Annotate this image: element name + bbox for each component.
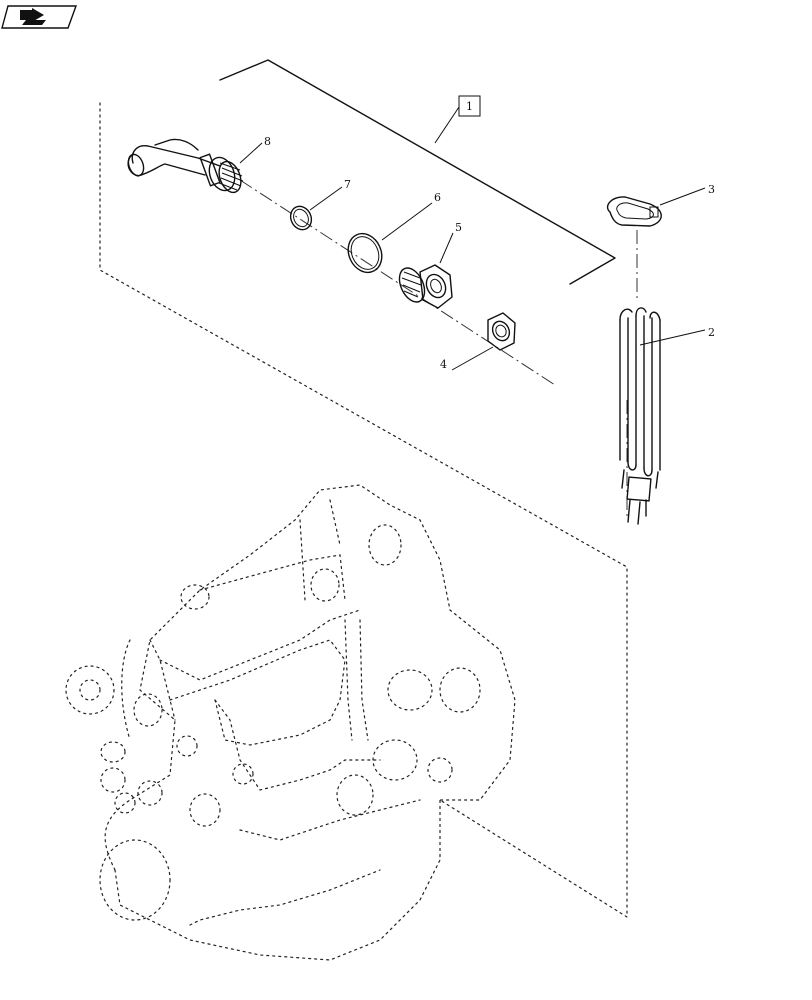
return-arrow-icon (20, 8, 46, 25)
callout-8: 8 (264, 135, 271, 148)
callout-5: 5 (455, 221, 462, 234)
callout-3: 3 (708, 183, 715, 196)
part-5-threaded-adapter (398, 264, 453, 309)
callout-2: 2 (708, 326, 715, 339)
part-2-heater-element (619, 307, 661, 525)
callout-6: 6 (434, 191, 441, 204)
engine-phantom (65, 484, 516, 961)
return-button[interactable] (1, 5, 77, 29)
assembly-bracket: 1 (219, 59, 616, 285)
part-8-tube-fitting (127, 138, 244, 194)
part-4-hex-nut (487, 312, 516, 351)
part-7-o-ring (289, 205, 313, 231)
part-3-gasket (606, 196, 662, 227)
assembly-label: 1 (466, 100, 473, 113)
assembly-axis (239, 179, 556, 386)
callout-7: 7 (344, 178, 351, 191)
phantom-boundary (99, 102, 628, 919)
part-6-seal-ring (347, 232, 383, 274)
callout-leaders (239, 142, 706, 371)
callout-4: 4 (440, 358, 447, 371)
